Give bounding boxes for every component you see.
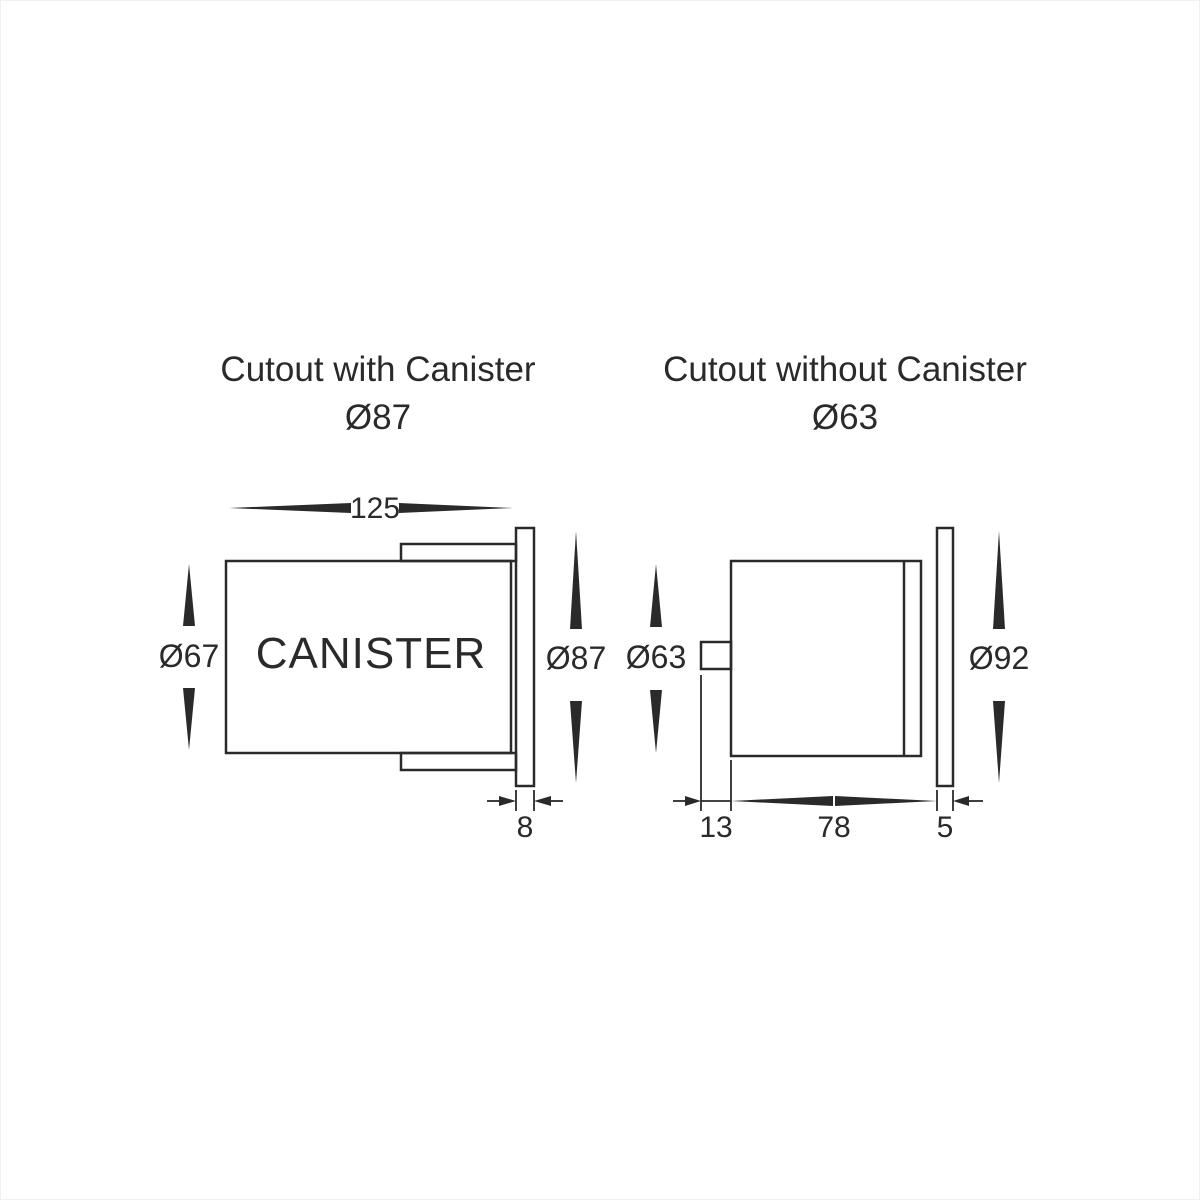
dimension-width-125: 125 <box>229 492 513 525</box>
fixture-body-outline <box>729 559 923 758</box>
arrow-right-icon <box>835 796 937 806</box>
arrow-down-icon <box>993 701 1005 783</box>
arrow-down-icon <box>650 690 662 753</box>
dimension-body-diameter-63: Ø63 <box>626 564 686 753</box>
dimension-width-value: 125 <box>350 492 400 525</box>
left-view-cutout-diameter: Ø87 <box>345 398 411 437</box>
canister-body-label: CANISTER <box>256 629 486 678</box>
arrow-up-icon <box>570 531 582 629</box>
arrow-left-icon <box>953 796 969 806</box>
right-view-cutout-diameter: Ø63 <box>812 398 878 437</box>
right-view-drawing: Cutout without Canister Ø63 Ø63 Ø92 <box>626 350 1029 844</box>
left-view-title: Cutout with Canister <box>220 350 535 389</box>
arrow-down-icon <box>183 688 195 750</box>
right-view-title: Cutout without Canister <box>663 350 1027 389</box>
canister-flange-plate <box>514 526 536 788</box>
dimension-flange-diameter-value: Ø87 <box>546 640 606 676</box>
arrow-left-icon <box>534 796 551 806</box>
arrow-down-icon <box>570 701 582 783</box>
fixture-rear-tab <box>699 640 733 671</box>
dimension-body-diameter-value: Ø63 <box>626 639 686 675</box>
dimension-body-depth-value: 78 <box>817 811 850 844</box>
canister-body-outline <box>224 559 513 755</box>
arrow-left-icon <box>731 796 833 806</box>
fixture-flange-plate <box>935 526 955 788</box>
arrow-left-icon <box>229 503 351 513</box>
arrow-up-icon <box>993 531 1005 629</box>
dimension-depth-chain: 13 78 5 <box>673 675 983 844</box>
dimension-flange-diameter-87: Ø87 <box>546 531 606 783</box>
dimension-flange-diameter-value: Ø92 <box>969 640 1029 676</box>
arrow-right-icon <box>399 503 513 513</box>
arrow-right-icon <box>499 796 516 806</box>
arrow-up-icon <box>183 564 195 626</box>
dimension-body-diameter-value: Ø67 <box>159 638 219 674</box>
left-view-drawing: Cutout with Canister Ø87 125 CANISTER Ø6… <box>159 350 606 844</box>
dimension-flange-thickness-8: 8 <box>487 790 563 844</box>
dimension-tab-value: 13 <box>699 811 732 844</box>
dimension-flange-diameter-92: Ø92 <box>969 531 1029 783</box>
dimension-flange-thickness-value: 5 <box>937 811 954 844</box>
dimension-body-diameter-67: Ø67 <box>159 564 219 750</box>
arrow-up-icon <box>650 564 662 627</box>
arrow-right-icon <box>685 796 701 806</box>
canister-top-lip <box>399 542 518 563</box>
dimension-flange-thickness-value: 8 <box>517 811 534 844</box>
canister-bottom-lip <box>399 751 518 772</box>
